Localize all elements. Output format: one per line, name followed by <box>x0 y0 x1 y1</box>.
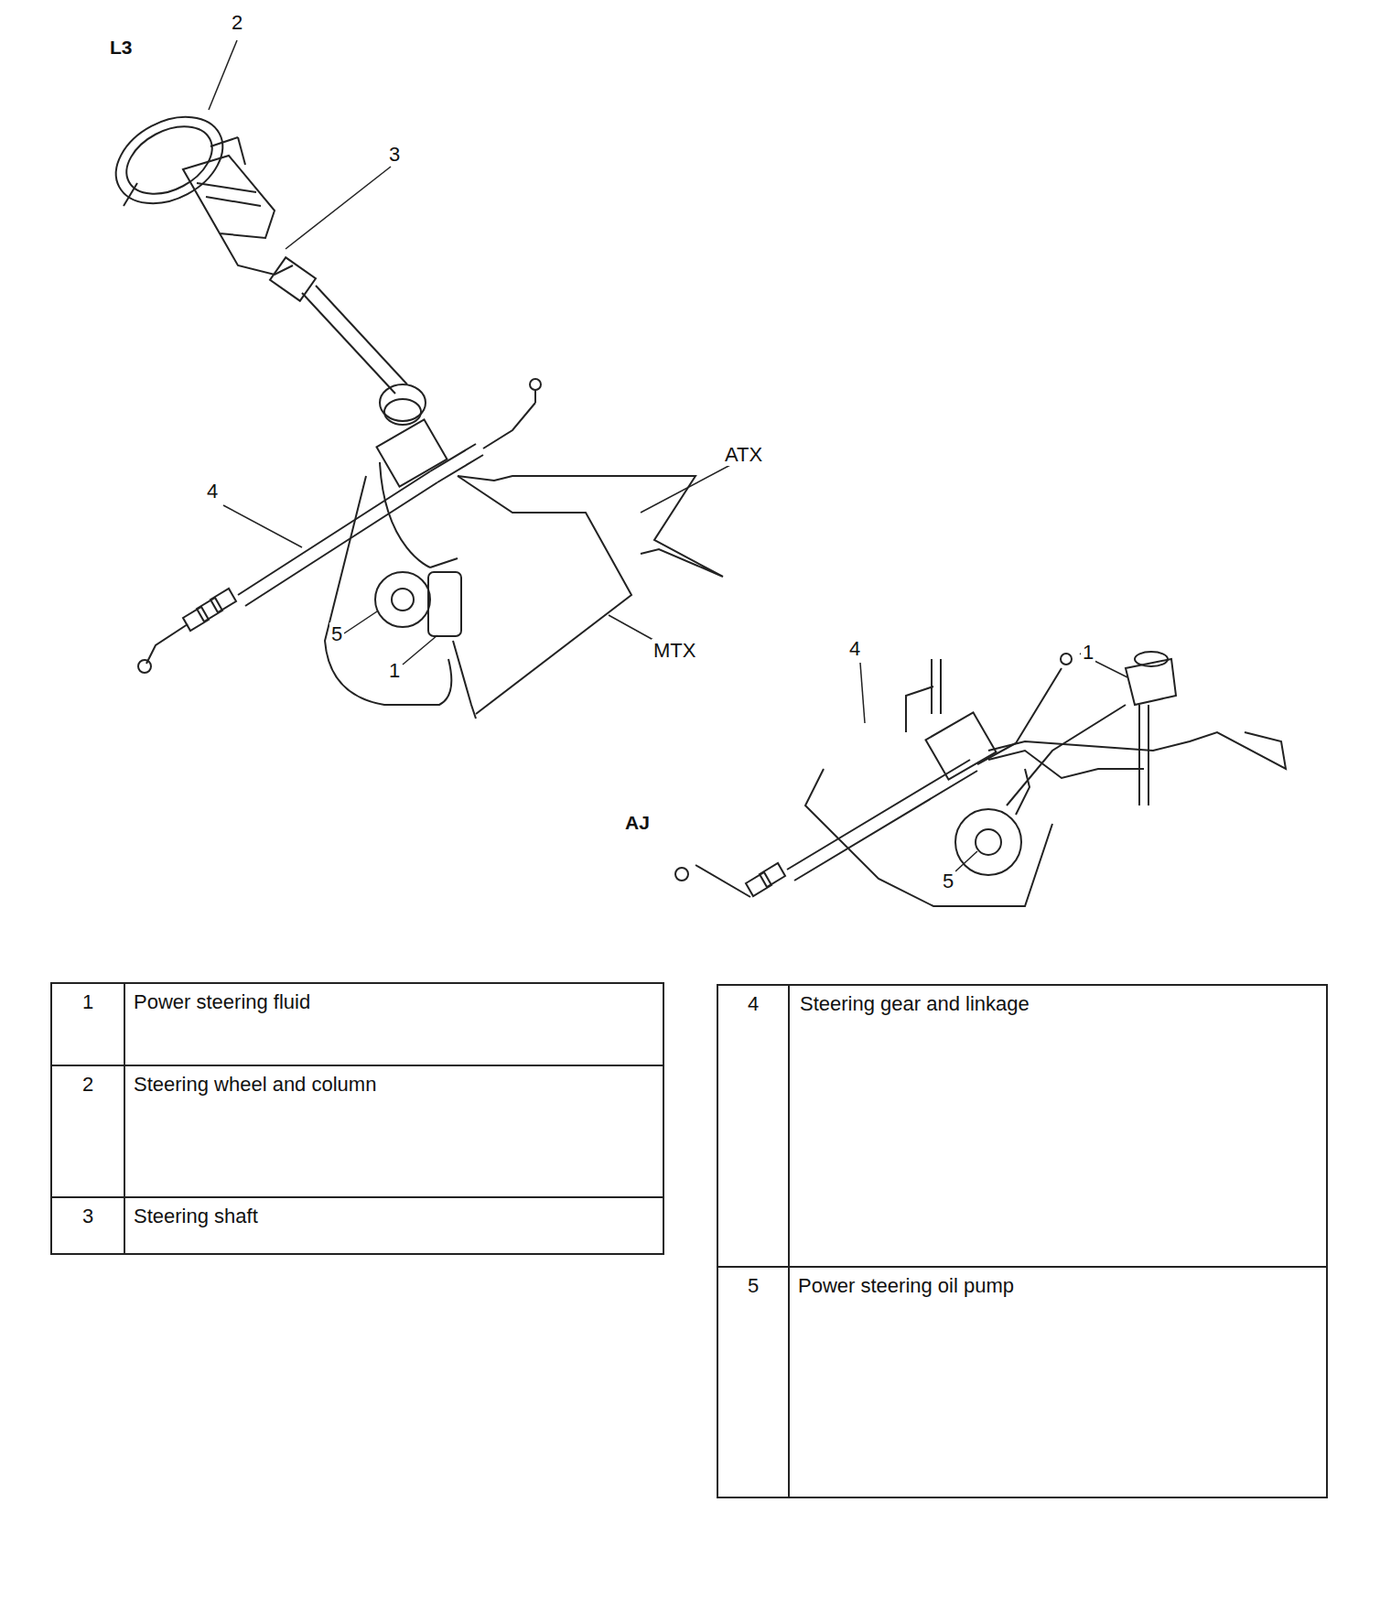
steering-column <box>183 137 426 425</box>
table-cell: 4 <box>747 992 759 1015</box>
callout-number: 2 <box>229 10 245 34</box>
callout-number: 4 <box>847 636 863 660</box>
callout-number: 3 <box>387 142 402 166</box>
callout-number: 1 <box>1080 640 1096 664</box>
table-cell: 3 <box>82 1204 94 1228</box>
reservoir-aj <box>1125 651 1176 806</box>
callout-number: 1 <box>387 658 402 682</box>
hoses-aj <box>805 686 1286 906</box>
option-label: MTX <box>651 638 698 662</box>
oil-pump <box>375 558 462 637</box>
table-cell: Power steering oil pump <box>797 1273 1014 1297</box>
steering-rack-aj <box>675 653 1072 897</box>
callout-number: 5 <box>940 869 956 893</box>
table-cell: 5 <box>747 1273 759 1297</box>
table-cell: Steering wheel and column <box>133 1072 377 1096</box>
table-cell: Steering shaft <box>133 1204 259 1228</box>
oil-pump-aj <box>955 768 1030 875</box>
callout-number: 5 <box>329 622 345 646</box>
table-cell: 2 <box>82 1072 94 1096</box>
variant-code: AJ <box>625 811 650 834</box>
table-cell: Power steering fluid <box>133 990 311 1014</box>
option-label: ATX <box>722 442 765 466</box>
variant-code: L3 <box>109 36 133 59</box>
legend-table <box>51 982 1327 1498</box>
leader-lines <box>208 40 1128 872</box>
table-cell: 1 <box>82 990 94 1014</box>
callout-number: 4 <box>204 479 220 503</box>
table-cell: Steering gear and linkage <box>799 992 1030 1015</box>
steering-rack <box>138 378 541 673</box>
steering-wheel <box>101 99 238 221</box>
